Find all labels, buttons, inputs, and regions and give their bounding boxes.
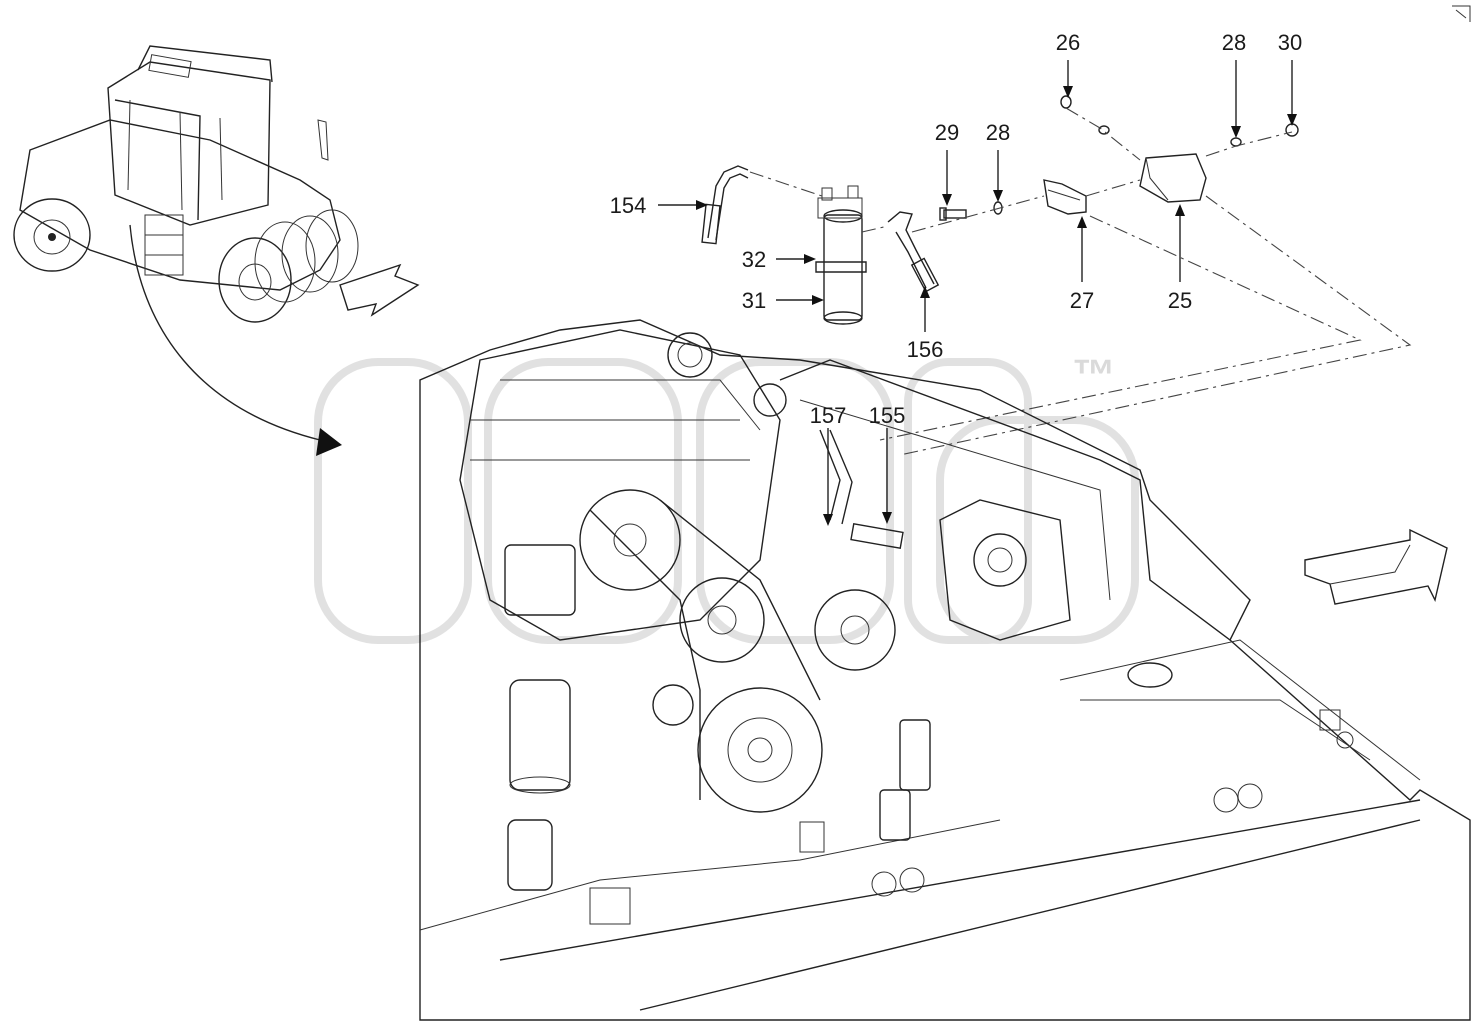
callout-157: 157: [810, 403, 847, 428]
callout-28-left: 28: [986, 120, 1010, 145]
callout-156: 156: [907, 337, 944, 362]
bracket-25: [1139, 153, 1207, 203]
watermark-logo: ™: [314, 351, 1139, 644]
callout-labels: 26 28 30 29 28 154 32 31 156 27 25 157 1…: [610, 30, 1303, 428]
callout-32: 32: [742, 247, 766, 272]
clamp-32: [815, 261, 867, 273]
vehicle-overview: [13, 45, 420, 456]
bolt-29: [939, 207, 967, 221]
corner-mark-icon: [1452, 5, 1471, 22]
front-direction-arrow: [1304, 528, 1448, 605]
callout-29: 29: [935, 120, 959, 145]
callout-31: 31: [742, 288, 766, 313]
callout-26: 26: [1056, 30, 1080, 55]
callout-154: 154: [610, 193, 647, 218]
engine-assembly: [419, 319, 1471, 1021]
callout-27: 27: [1070, 288, 1094, 313]
receiver-drier-31: [815, 185, 867, 325]
callout-155: 155: [869, 403, 906, 428]
hose-156: [887, 211, 940, 293]
washer-small: [1098, 125, 1110, 135]
callout-30: 30: [1278, 30, 1302, 55]
bracket-27: [1043, 179, 1087, 215]
hose-154: [701, 165, 749, 245]
leader-lines: [658, 60, 1297, 526]
callout-25: 25: [1168, 288, 1192, 313]
callout-28-right: 28: [1222, 30, 1246, 55]
bolt-26: [1060, 95, 1072, 109]
exploded-parts: [701, 95, 1412, 456]
